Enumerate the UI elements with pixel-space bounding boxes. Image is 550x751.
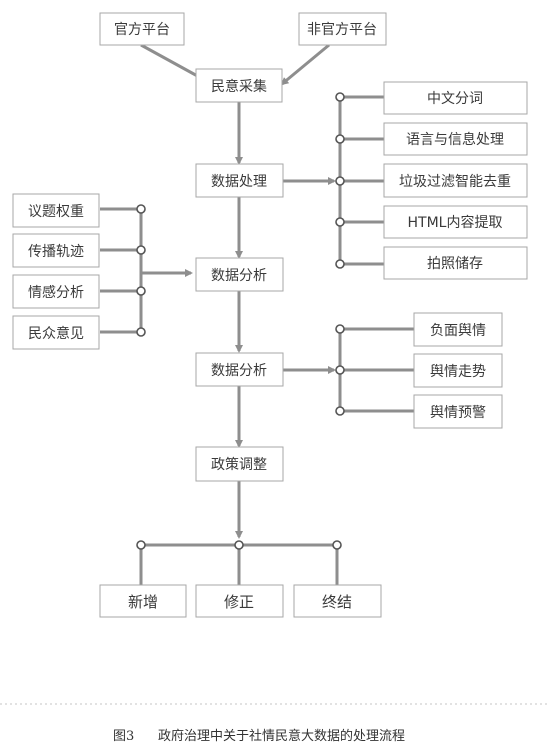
- analysis-output-1-box: 负面舆情: [413, 312, 503, 347]
- process-step-label: 中文分词: [427, 91, 483, 107]
- analysis-output-2-box: 舆情走势: [413, 353, 503, 388]
- process-step-1-box: 中文分词: [383, 81, 528, 115]
- analysis-output-label: 舆情走势: [430, 364, 486, 380]
- stage-process-label: 数据处理: [211, 174, 267, 190]
- junction-dot: [136, 245, 146, 255]
- junction-dot: [335, 176, 345, 186]
- process-step-label: HTML内容提取: [408, 214, 503, 231]
- junction-dot: [234, 540, 244, 550]
- source-official-label: 官方平台: [114, 22, 170, 38]
- stage-analyze-box: 数据分析: [195, 257, 284, 292]
- analysis-output-label: 负面舆情: [430, 323, 486, 339]
- stage-policy-box: 政策调整: [195, 446, 284, 482]
- junction-dot: [335, 259, 345, 269]
- policy-action-label: 终结: [322, 593, 352, 611]
- connectors: [100, 43, 414, 585]
- process-step-3-box: 垃圾过滤智能去重: [383, 163, 528, 198]
- junction-dot: [335, 406, 345, 416]
- policy-action-revise-box: 修正: [195, 584, 284, 618]
- stage-collect-box: 民意采集: [195, 68, 283, 103]
- process-step-label: 垃圾过滤智能去重: [399, 174, 511, 190]
- junction-dot: [335, 134, 345, 144]
- process-step-label: 拍照储存: [427, 256, 483, 272]
- arrow-unofficial-to-collect: [280, 43, 330, 86]
- junction-dot: [335, 92, 345, 102]
- analysis-output-3-box: 舆情预警: [413, 394, 503, 429]
- process-step-2-box: 语言与信息处理: [383, 122, 528, 156]
- policy-action-label: 修正: [224, 593, 254, 611]
- source-official-box: 官方平台: [99, 12, 185, 46]
- junction-dot: [335, 324, 345, 334]
- analysis-input-label: 民众意见: [28, 325, 84, 342]
- junction-dot: [136, 540, 146, 550]
- analysis-input-3-box: 情感分析: [12, 274, 100, 309]
- stage-collect-label: 民意采集: [211, 78, 267, 95]
- analysis-input-4-box: 民众意见: [12, 315, 100, 350]
- policy-action-add-box: 新增: [99, 584, 187, 618]
- process-step-label: 语言与信息处理: [406, 131, 504, 148]
- process-step-5-box: 拍照储存: [383, 246, 528, 280]
- policy-action-end-box: 终结: [293, 584, 382, 618]
- junction-dot: [335, 217, 345, 227]
- stage-process-box: 数据处理: [195, 163, 284, 198]
- analysis-output-label: 舆情预警: [430, 405, 486, 421]
- junction-dot: [335, 365, 345, 375]
- stage-analyze2-label: 数据分析: [211, 363, 267, 379]
- figure-caption: 政府治理中关于社情民意大数据的处理流程: [158, 728, 405, 744]
- source-unofficial-label: 非官方平台: [307, 22, 377, 38]
- analysis-input-2-box: 传播轨迹: [12, 233, 100, 268]
- figure-number: 图3: [113, 729, 134, 744]
- junction-dots: [136, 92, 345, 550]
- stage-policy-label: 政策调整: [211, 456, 267, 473]
- junction-dot: [136, 204, 146, 214]
- junction-dot: [332, 540, 342, 550]
- policy-action-label: 新增: [128, 593, 158, 611]
- stage-analyze-label: 数据分析: [211, 268, 267, 284]
- junction-dot: [136, 286, 146, 296]
- process-step-4-box: HTML内容提取: [383, 205, 528, 239]
- analysis-input-label: 情感分析: [28, 284, 84, 301]
- source-unofficial-box: 非官方平台: [298, 12, 387, 46]
- stage-analyze2-box: 数据分析: [195, 352, 284, 387]
- analysis-input-label: 议题权重: [28, 204, 84, 220]
- junction-dot: [136, 327, 146, 337]
- analysis-input-1-box: 议题权重: [12, 193, 100, 228]
- analysis-input-label: 传播轨迹: [28, 244, 84, 260]
